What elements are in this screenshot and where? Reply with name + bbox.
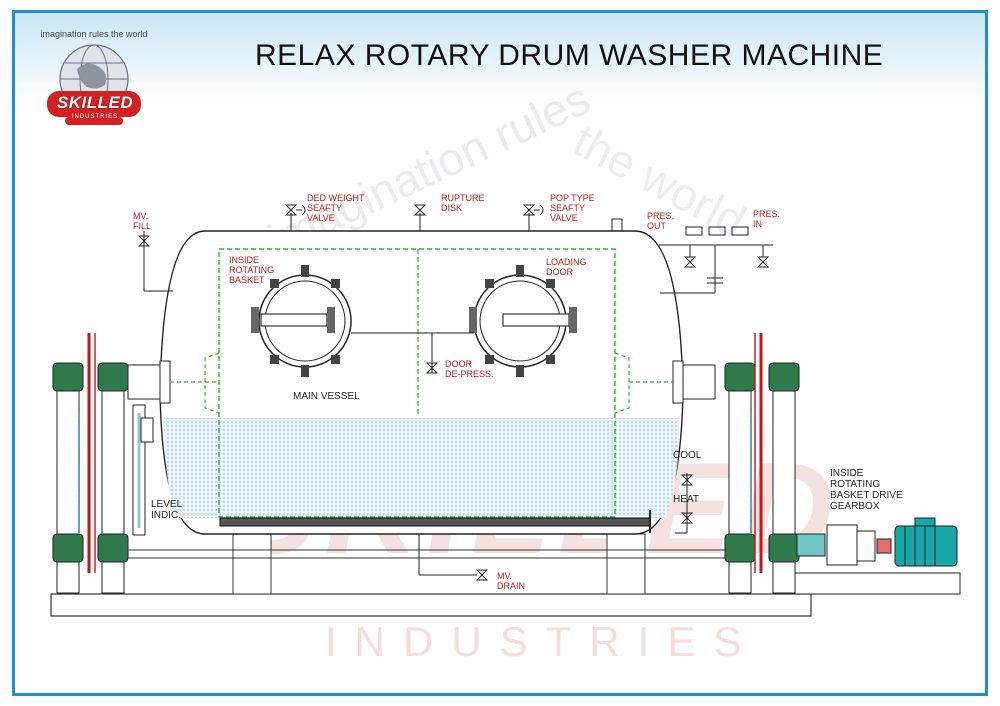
- cool-label: COOL: [673, 450, 702, 461]
- loading-door-right: [469, 274, 577, 368]
- main-vessel-label: MAIN VESSEL: [293, 391, 360, 402]
- inside-basket-outline: [218, 248, 616, 518]
- machine-drawing: [50, 204, 961, 617]
- logo-tagline: imagination rules the world: [40, 29, 148, 39]
- inside-rotating-basket-label: INSIDE ROTATING BASKET: [229, 255, 275, 285]
- motor: [894, 517, 958, 567]
- level-indicator: [132, 404, 154, 536]
- page-title: RELAX ROTARY DRUM WASHER MACHINE: [255, 39, 884, 72]
- bearing-pedestal-right: [672, 333, 800, 594]
- mv-drain-label: MV. DRAIN: [497, 571, 526, 591]
- gearbox-label: INSIDE ROTATING BASKET DRIVE GEARBOX: [830, 468, 903, 512]
- pop-type-safety-valve-label: POP TYPE SEAFTY VALVE: [550, 193, 595, 223]
- diagram-frame: imagination rules the world SKILLED INDU…: [12, 10, 988, 696]
- gearbox-drive: [794, 524, 961, 595]
- mv-fill-label: MV. FILL: [133, 211, 152, 231]
- base-frame: [50, 593, 812, 617]
- company-logo: [47, 44, 141, 125]
- water-level: [164, 418, 680, 518]
- ded-weight-safety-valve-label: DED WEIGHT SEAFTY VALVE: [307, 193, 365, 223]
- loading-door-left: [251, 274, 352, 368]
- pres-in-label: PRES. IN: [753, 209, 781, 229]
- logo-subtext: INDUSTRIES: [71, 114, 119, 120]
- door-depress-label: DOOR DE-PRESS.: [445, 359, 494, 379]
- pres-out-label: PRES. OUT: [647, 211, 675, 231]
- heat-label: HEAT: [673, 494, 699, 505]
- loading-door-label: LOADING DOOR: [546, 257, 587, 277]
- logo-brand: SKILLED: [56, 93, 134, 112]
- watermark-industries: INDUSTRIES: [325, 618, 760, 665]
- heating-pipe: [219, 517, 651, 527]
- rupture-disk-label: RUPTURE DISK: [441, 193, 485, 213]
- header-band: [15, 13, 985, 103]
- bearing-pedestal-left: [52, 333, 171, 594]
- level-indicator-label: LEVEL INDIC.: [151, 499, 183, 521]
